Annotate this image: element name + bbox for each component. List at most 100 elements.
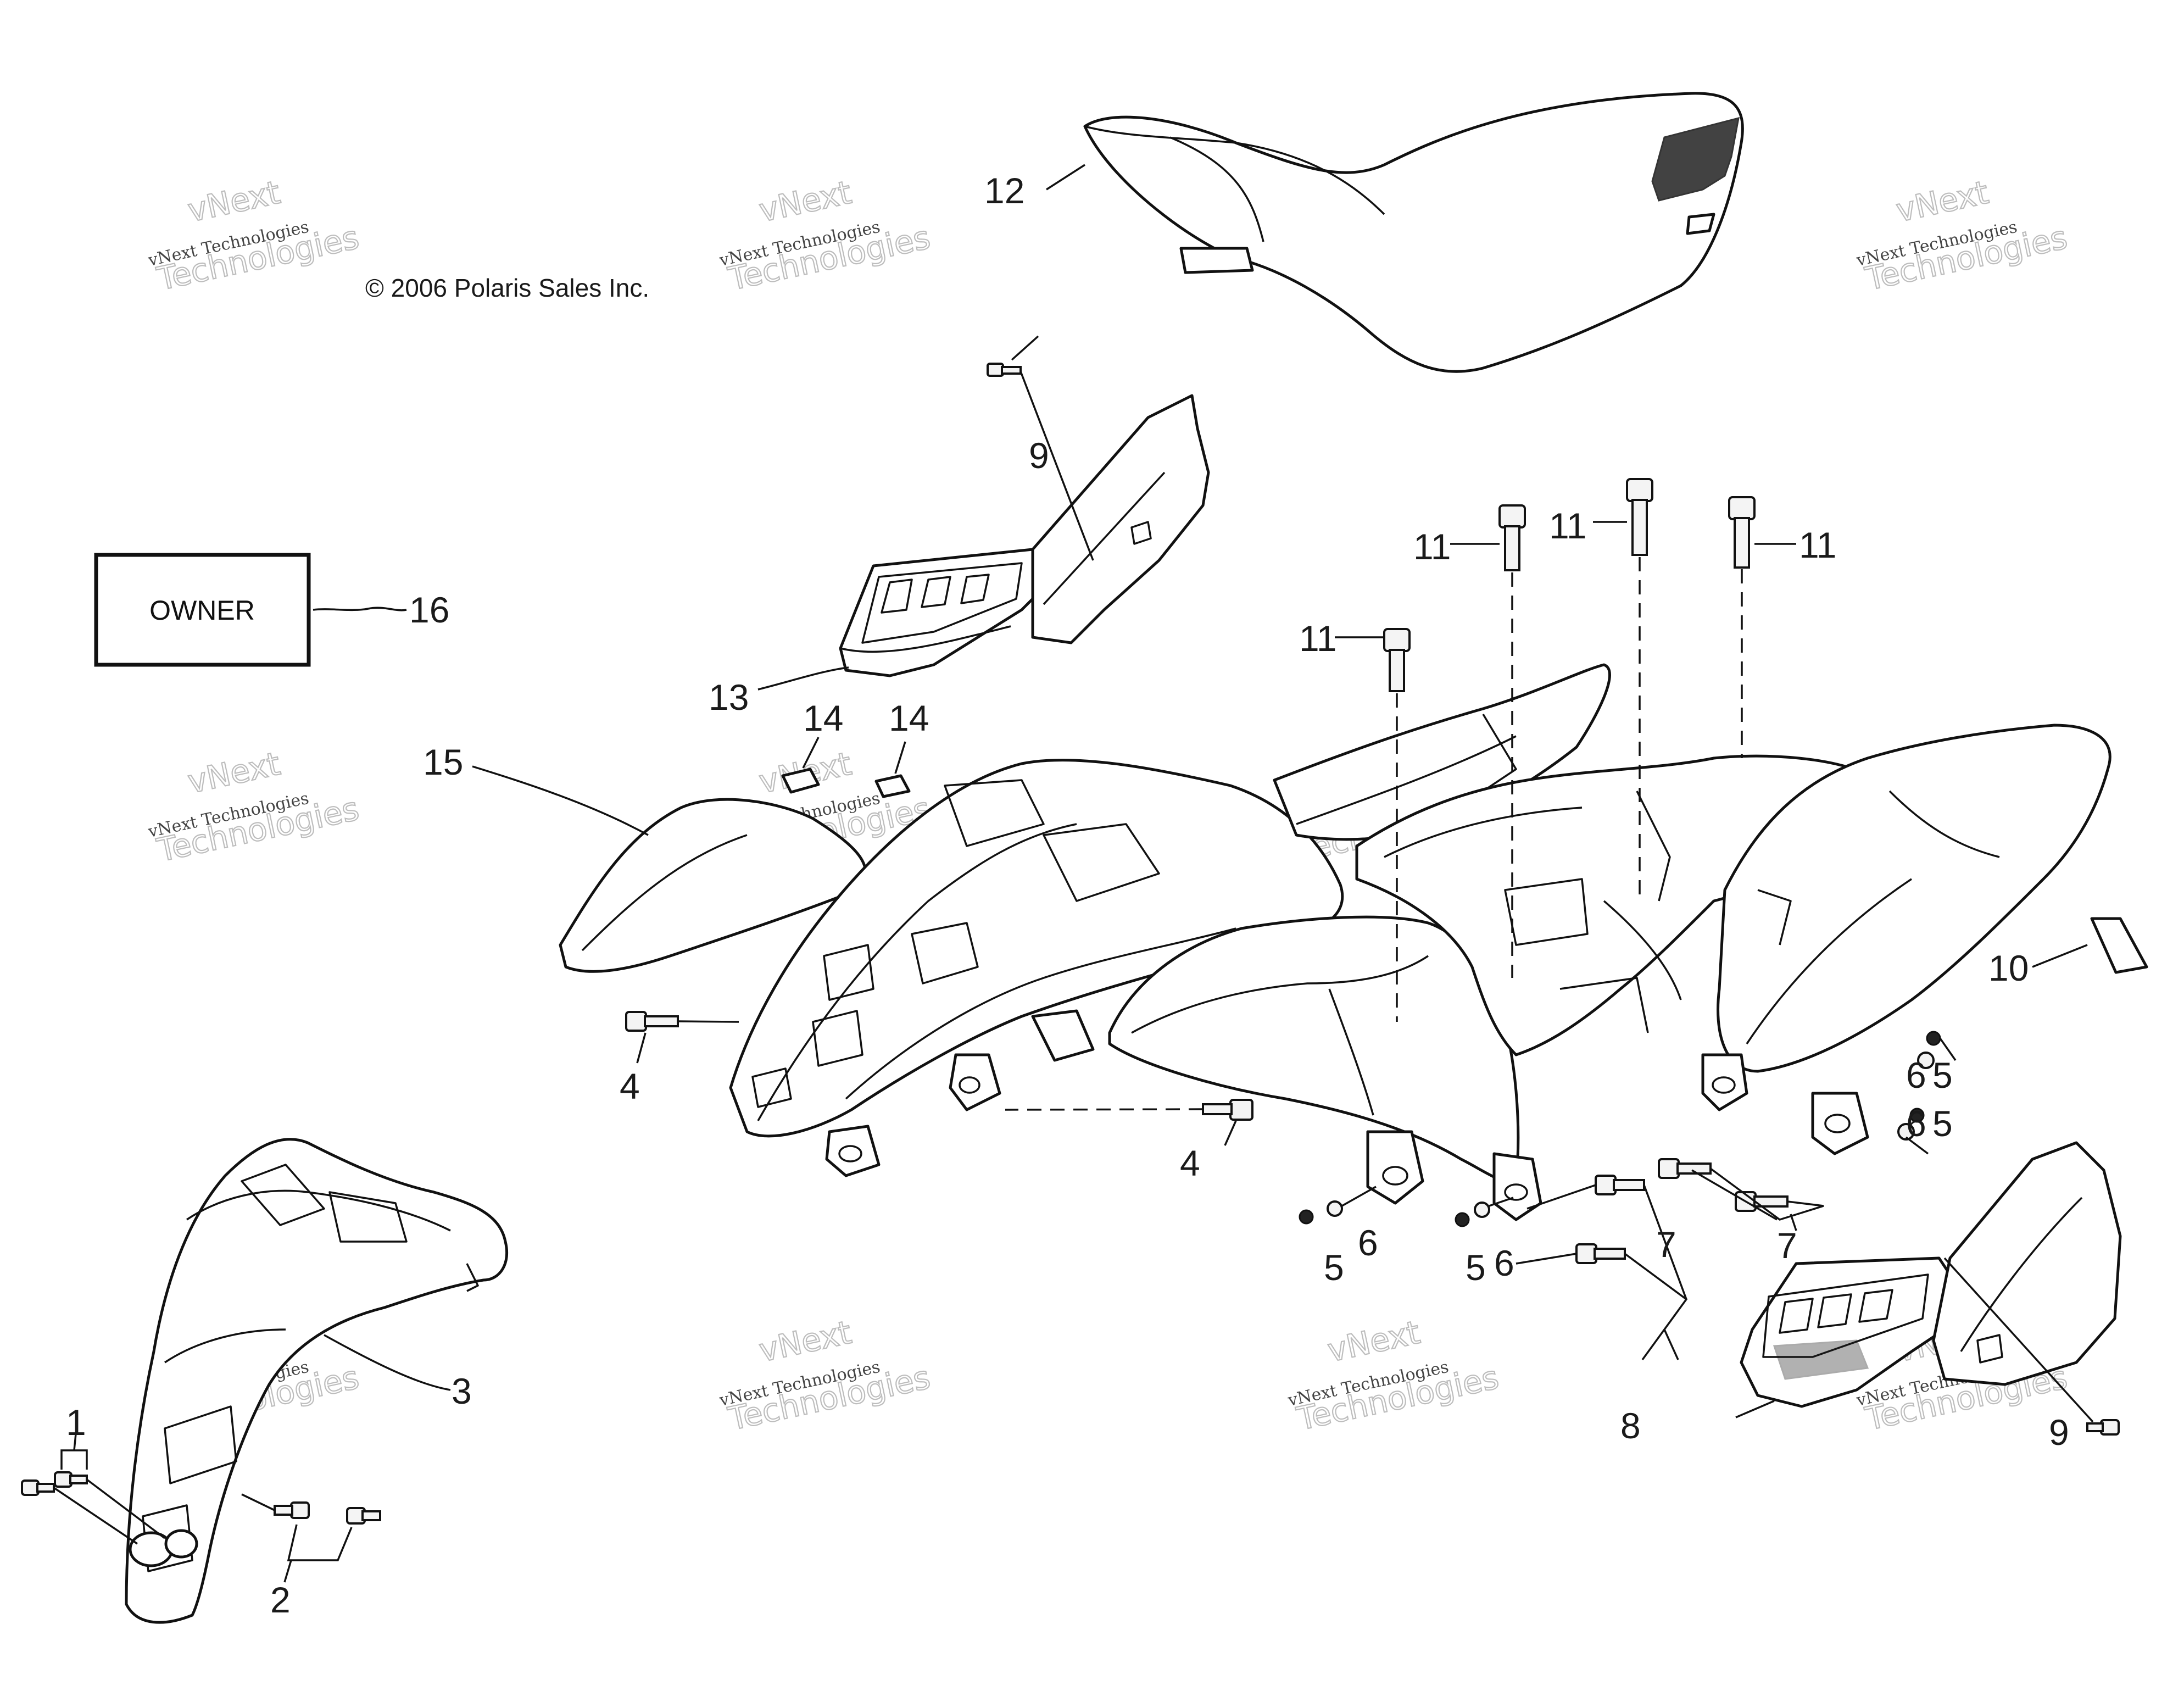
leader-1-label <box>73 1433 77 1451</box>
screw-2-right <box>346 1507 381 1525</box>
bolt-11-c <box>1626 478 1653 556</box>
screw-7-right-upper <box>1658 1158 1712 1179</box>
watermark-vnext: vNext <box>185 745 283 801</box>
leader-9-right <box>1943 1257 2094 1423</box>
bolt-11-d <box>1728 496 1756 569</box>
bracket-7-right-c <box>1691 1169 1778 1221</box>
nut-5-right-lower <box>1909 1108 1925 1123</box>
screw-9-right <box>2086 1419 2120 1436</box>
callout-11-a: 11 <box>1299 618 1337 659</box>
nut-5-lower-a <box>1299 1209 1314 1225</box>
watermark-vnext: vNext <box>185 174 283 230</box>
dashline-4-right <box>1005 1108 1204 1111</box>
leader-65-lower <box>1905 1136 1929 1155</box>
callout-14-right: 14 <box>889 698 929 738</box>
callout-15: 15 <box>423 742 463 782</box>
nut-5-lower-b <box>1455 1212 1470 1227</box>
leader-4-left-bolt <box>677 1020 739 1023</box>
screw-7-left-upper <box>1595 1175 1645 1195</box>
front-body-part <box>559 759 1344 1177</box>
callout-16: 16 <box>409 589 449 630</box>
leader-7-right-to-label <box>1790 1214 1797 1231</box>
leader-14-left <box>802 737 820 769</box>
callout-2: 2 <box>270 1579 291 1620</box>
callout-6-lower-a: 6 <box>1358 1222 1378 1263</box>
leader-10 <box>2032 944 2088 968</box>
callout-11-b: 11 <box>1413 526 1451 567</box>
bracket-1 <box>60 1449 88 1470</box>
callout-11-c: 11 <box>1549 505 1587 546</box>
callout-7-right: 7 <box>1777 1225 1797 1266</box>
nut-5-right-upper <box>1926 1031 1941 1046</box>
leader-16 <box>313 607 407 611</box>
leader-7-left-lower-line <box>1516 1253 1577 1265</box>
callout-5-lower-b: 5 <box>1466 1247 1486 1288</box>
leader-1-upper <box>53 1487 138 1545</box>
screw-7-right-lower <box>1735 1191 1789 1212</box>
screw-7-left-lower <box>1575 1243 1626 1264</box>
callout-1: 1 <box>66 1402 86 1443</box>
front-fascia-part <box>125 1138 509 1624</box>
watermark-vnext: vNext <box>1893 174 1992 230</box>
leader-3 <box>324 1334 451 1391</box>
leader-8 <box>1735 1400 1775 1419</box>
callout-12: 12 <box>984 170 1024 211</box>
right-footwell-part <box>1740 1141 2122 1408</box>
leader-56-lower-b <box>1489 1197 1514 1207</box>
leader-1-lower <box>86 1478 166 1539</box>
callout-5-lower-a: 5 <box>1324 1247 1344 1288</box>
callout-10: 10 <box>1988 948 2029 988</box>
bolt-4-right <box>1202 1099 1253 1121</box>
callout-13: 13 <box>709 677 749 717</box>
left-footwell-part <box>839 394 1210 677</box>
leader-15 <box>472 765 649 836</box>
screw-1-upper <box>21 1479 55 1496</box>
bolt-11-a <box>1383 628 1411 692</box>
bracket-10-part <box>2090 917 2148 974</box>
leader-2-screw <box>241 1493 275 1511</box>
bolt-11-b <box>1498 504 1526 571</box>
callout-9-right: 9 <box>2049 1412 2069 1453</box>
washer-6-lower-b <box>1474 1202 1490 1218</box>
bracket-7-left-b <box>1643 1184 1687 1300</box>
callout-7-left: 7 <box>1656 1224 1676 1265</box>
leader-14-right <box>894 741 906 774</box>
watermark-vnext: vNext <box>756 174 855 230</box>
callout-5-upper: 5 <box>1932 1055 1953 1095</box>
watermark-vnext: vNext <box>756 1314 855 1370</box>
leader-13 <box>757 666 849 691</box>
leader-4-right-label <box>1224 1120 1237 1146</box>
screw-9-left <box>987 363 1022 377</box>
callout-4-right: 4 <box>1180 1143 1200 1183</box>
bracket-7-left <box>1624 1253 1688 1361</box>
copyright-text: © 2006 Polaris Sales Inc. <box>365 274 649 302</box>
callout-6-lower: 6 <box>1906 1103 1926 1144</box>
callout-8: 8 <box>1620 1405 1641 1446</box>
center-body-part <box>1108 663 2111 1221</box>
callout-14-left: 14 <box>803 698 843 738</box>
leader-7-left-upper-line <box>1526 1184 1596 1210</box>
callout-11-d: 11 <box>1799 525 1837 565</box>
screw-1-lower <box>54 1471 88 1488</box>
clip-14-left <box>781 767 820 794</box>
bolt-4-left <box>625 1011 679 1032</box>
callout-5-lower: 5 <box>1932 1103 1953 1144</box>
leader-12 <box>1046 164 1085 191</box>
watermark-vnext: vNext <box>1324 1314 1423 1370</box>
washer-6-right-upper <box>1917 1052 1935 1069</box>
owner-manual-part: OWNER <box>94 553 311 667</box>
callout-6-lower-b: 6 <box>1494 1243 1514 1283</box>
callout-4-left: 4 <box>620 1066 640 1106</box>
bracket-7-right <box>1709 1167 1824 1221</box>
leader-9-left <box>1019 371 1094 561</box>
leader-4-left-label <box>636 1032 647 1064</box>
leader-2-label <box>283 1560 292 1583</box>
bracket-7-right-b <box>1787 1200 1824 1207</box>
